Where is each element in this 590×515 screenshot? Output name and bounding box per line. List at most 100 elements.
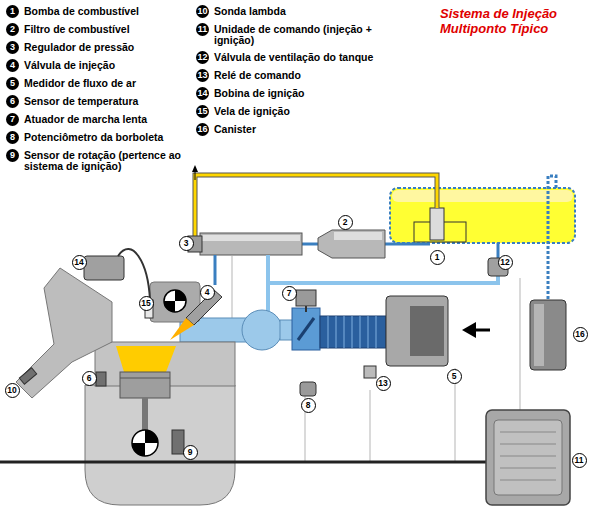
flow-arrow [192,165,198,172]
canister [530,300,566,370]
callout-label: 15 [141,298,150,308]
wire [520,278,521,410]
filter-body [318,230,385,258]
camshaft [164,290,186,312]
legend-number: 15 [196,105,209,118]
legend-entry: 1 Bomba de combustível [6,5,202,18]
legend-text: Potenciômetro da borboleta [24,131,202,143]
legend-text: Regulador de pressão [24,41,202,53]
temperature-sensor [96,372,106,386]
callout-number: 9 [183,445,198,460]
ignition-coil [84,256,124,280]
legend-text: Bobina de ignição [214,87,392,99]
legend-number: 16 [196,123,209,136]
purge-line [268,276,498,283]
filter-highlight [334,232,382,240]
legend-text: Relé de comando [214,69,392,81]
piston [120,372,170,398]
legend-entry: 16 Canister [196,123,392,136]
legend-entry: 5 Medidor de fluxo de ar [6,77,202,90]
legend-text: Filtro de combustível [24,23,202,35]
legend-number: 1 [6,5,19,18]
rib [328,316,329,348]
crank-quadrant [145,430,158,443]
legend-text: Medidor de fluxo de ar [24,77,202,89]
callout-number: 6 [82,371,97,386]
exhaust-manifold [16,268,112,398]
legend-text: Bomba de combustível [24,5,202,17]
diagram-title: Sistema de Injeção Multiponto Típico [440,6,580,36]
rail-highlight [202,235,300,241]
callout-number: 14 [72,255,87,270]
legend-entry: 11Unidade de comando (injeção + ignição) [196,23,392,46]
flow-arrow [195,172,196,180]
fuel-supply-line [385,243,430,246]
canister-highlight [534,304,544,366]
throttle-body [292,308,320,350]
air-arrow-head [462,322,476,338]
callout-number: 15 [139,296,154,311]
combustion-chamber [116,346,176,372]
tank-top [392,190,573,202]
vent-line [497,243,500,258]
fuel-spray [170,318,194,340]
control-unit-ribs [500,432,556,480]
air-bellows [320,316,386,348]
engine-block [85,385,235,505]
legend-entry: 14Bobina de ignição [196,87,392,100]
rib [376,316,377,348]
callout-number: 7 [282,286,297,301]
callout-number: 3 [179,236,194,251]
callout-number: 1 [430,250,445,265]
intake-plenum [242,310,282,350]
legend-entry: 12Válvula de ventilação do tanque [196,51,392,64]
callout-number: 16 [573,327,588,342]
legend-number: 6 [6,95,19,108]
callout-number: 2 [338,215,353,230]
legend-entry: 9Sensor de rotação (pertence ao sistema … [6,149,202,172]
throttle-plate [298,318,314,340]
relay [364,366,376,378]
rib [360,316,361,348]
meter-housing [410,306,444,356]
legend-text: Vela de ignição [214,105,392,117]
harness-line [0,461,486,464]
callout-label: 10 [7,385,16,395]
rib [500,480,556,481]
legend-number: 12 [196,51,209,64]
rib [336,316,337,348]
legend-number: 9 [6,149,19,162]
callout-label: 8 [306,400,311,410]
legend-entry: 3Regulador de pressão [6,41,202,54]
callout-label: 16 [575,329,584,339]
legend-number: 11 [196,23,209,36]
legend-entry: 6 Sensor de temperatura [6,95,202,108]
callout-number: 8 [301,398,316,413]
control-unit-face [494,420,562,495]
callout-label: 11 [575,455,584,465]
fuel-rail [200,233,302,255]
callout-label: 14 [74,257,83,267]
piston-ring [120,378,170,379]
legend-entry: 13Relé de comando [196,69,392,82]
legend-entry: 4Válvula de injeção [6,59,202,72]
legend-number: 5 [6,77,19,90]
legend-entry: 8Potenciômetro da borboleta [6,131,202,144]
legend-entry: 2Filtro de combustível [6,23,202,36]
cam-quadrant [164,301,175,312]
rib [500,444,556,445]
callout-label: 12 [500,257,509,267]
rib [352,316,353,348]
callout-label: 7 [287,288,292,298]
legend-text: Canister [214,123,392,135]
callout-label: 3 [184,238,189,248]
fuel-return-line-outline [195,175,437,236]
control-unit [486,410,570,505]
callout-number: 5 [447,369,462,384]
legend-text: Sensor de temperatura [24,95,202,107]
fuel-pump [430,208,444,240]
callout-label: 13 [378,378,387,388]
legend-text: Válvula de injeção [24,59,202,71]
cam-quadrant [175,290,186,301]
idle-actuator-pipe [305,306,307,312]
